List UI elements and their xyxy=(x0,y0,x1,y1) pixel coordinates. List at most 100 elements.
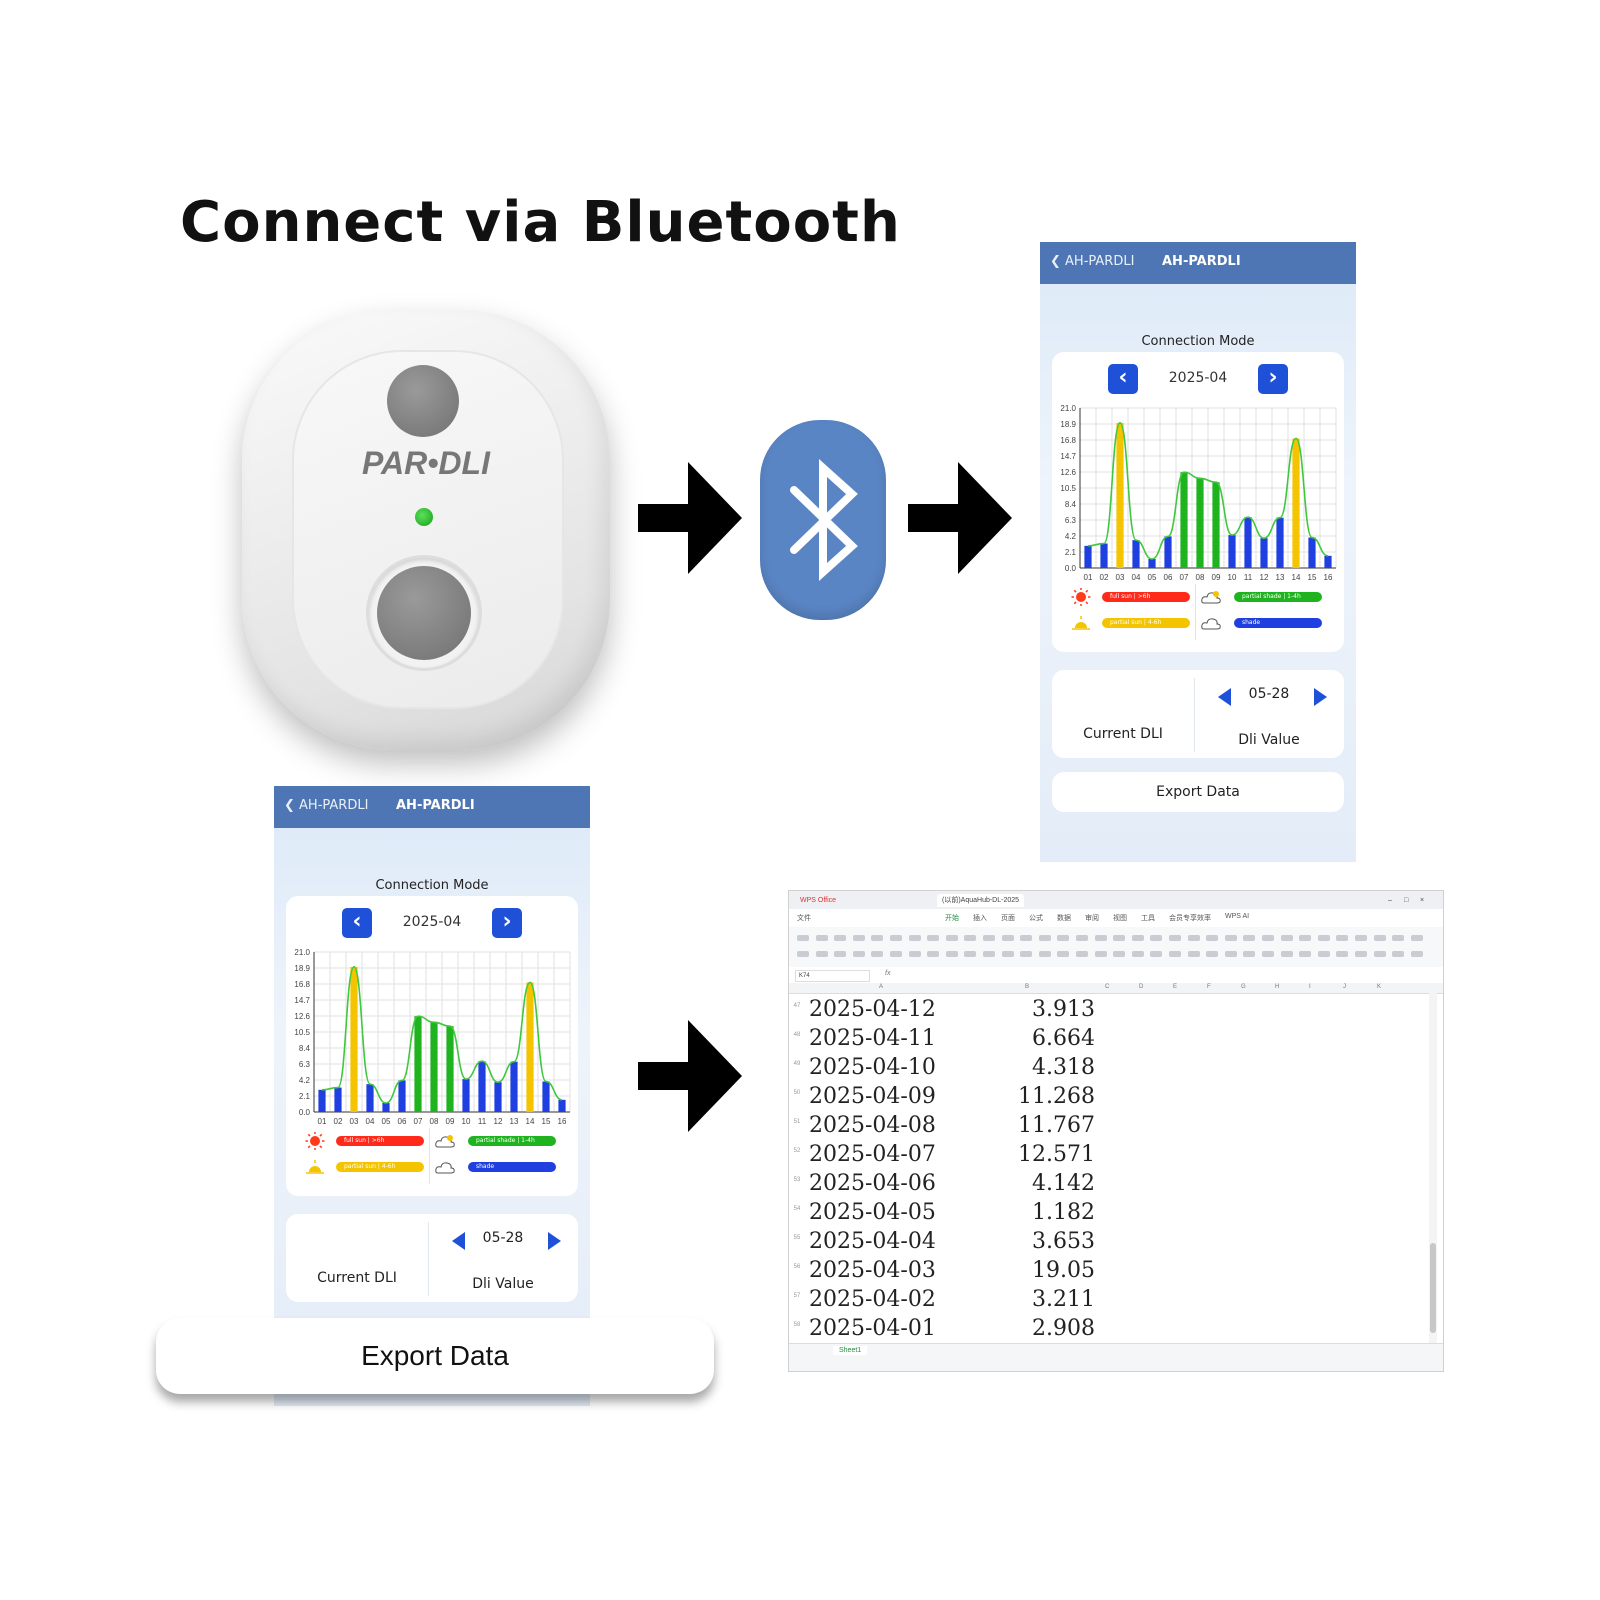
toolbar-icon[interactable] xyxy=(1373,935,1386,941)
toolbar-icon[interactable] xyxy=(797,935,809,941)
toolbar-icon[interactable] xyxy=(834,935,847,941)
toolbar-icon[interactable] xyxy=(964,951,977,957)
toolbar-icon[interactable] xyxy=(1020,951,1033,957)
column-header[interactable]: B xyxy=(1025,984,1030,990)
toolbar-icon[interactable] xyxy=(983,935,995,941)
menu-item[interactable]: 会员专享 xyxy=(1169,915,1197,922)
menu-item[interactable]: 数据 xyxy=(1057,915,1071,922)
export-data-button[interactable]: Export Data xyxy=(156,1318,714,1394)
toolbar-icon[interactable] xyxy=(852,951,865,957)
toolbar-icon[interactable] xyxy=(908,951,921,957)
toolbar-icon[interactable] xyxy=(1169,935,1181,941)
toolbar-icon[interactable] xyxy=(1057,951,1070,957)
toolbar-icon[interactable] xyxy=(983,951,995,957)
menu-item[interactable]: 插入 xyxy=(973,915,987,922)
toolbar-icon[interactable] xyxy=(1299,951,1312,957)
toolbar-icon[interactable] xyxy=(1262,951,1274,957)
menu-item[interactable]: WPS AI xyxy=(1225,913,1250,920)
app-tab[interactable]: WPS Office xyxy=(800,897,837,904)
toolbar-icon[interactable] xyxy=(1243,951,1256,957)
toolbar-icon[interactable] xyxy=(1150,951,1163,957)
toolbar-icon[interactable] xyxy=(1057,935,1070,941)
prev-month-button[interactable]: ‹ xyxy=(342,908,372,938)
column-header[interactable]: H xyxy=(1275,984,1280,990)
date-cell[interactable]: 2025-04-07 xyxy=(809,1142,936,1167)
value-cell[interactable]: 19.05 xyxy=(1032,1258,1095,1283)
toolbar-icon[interactable] xyxy=(871,935,884,941)
toolbar-icon[interactable] xyxy=(1206,935,1219,941)
toolbar-icon[interactable] xyxy=(1076,935,1088,941)
maximize-icon[interactable]: □ xyxy=(1404,897,1409,904)
toolbar-icon[interactable] xyxy=(1280,951,1293,957)
toolbar-icon[interactable] xyxy=(1038,951,1051,957)
value-cell[interactable]: 6.664 xyxy=(1032,1026,1095,1051)
toolbar-icon[interactable] xyxy=(815,951,828,957)
column-header[interactable]: K xyxy=(1377,984,1382,990)
toolbar-icon[interactable] xyxy=(1243,935,1256,941)
toolbar-icon[interactable] xyxy=(1336,935,1349,941)
scroll-thumb[interactable] xyxy=(1430,1243,1436,1333)
toolbar-icon[interactable] xyxy=(908,935,921,941)
toolbar-icon[interactable] xyxy=(1001,935,1014,941)
value-cell[interactable]: 2.908 xyxy=(1032,1316,1095,1341)
menu-item[interactable]: 效率 xyxy=(1197,915,1211,922)
toolbar-icon[interactable] xyxy=(1113,935,1126,941)
date-cell[interactable]: 2025-04-05 xyxy=(809,1200,936,1225)
column-header[interactable]: D xyxy=(1139,984,1144,990)
toolbar-icon[interactable] xyxy=(1392,935,1405,941)
value-cell[interactable]: 11.767 xyxy=(1018,1113,1095,1138)
toolbar-icon[interactable] xyxy=(1224,951,1237,957)
column-header[interactable]: C xyxy=(1105,984,1110,990)
toolbar-icon[interactable] xyxy=(1038,935,1051,941)
menu-item[interactable]: 审阅 xyxy=(1085,915,1099,922)
toolbar-icon[interactable] xyxy=(834,951,847,957)
toolbar-icon[interactable] xyxy=(1187,951,1200,957)
next-month-button[interactable]: › xyxy=(1258,364,1288,394)
toolbar-icon[interactable] xyxy=(1392,951,1405,957)
toolbar-icon[interactable] xyxy=(871,951,884,957)
toolbar-icon[interactable] xyxy=(1373,951,1386,957)
next-day-button[interactable] xyxy=(1314,688,1327,706)
value-cell[interactable]: 11.268 xyxy=(1018,1084,1095,1109)
back-button[interactable]: ❮ AH-PARDLI xyxy=(284,798,369,813)
menu-item[interactable]: 视图 xyxy=(1113,915,1127,922)
toolbar-icon[interactable] xyxy=(964,935,977,941)
date-cell[interactable]: 2025-04-08 xyxy=(809,1113,936,1138)
value-cell[interactable]: 3.653 xyxy=(1032,1229,1095,1254)
toolbar-icon[interactable] xyxy=(1131,935,1144,941)
toolbar-icon[interactable] xyxy=(1410,935,1423,941)
back-button[interactable]: ❮ AH-PARDLI xyxy=(1050,254,1135,269)
toolbar-icon[interactable] xyxy=(1317,935,1330,941)
date-cell[interactable]: 2025-04-04 xyxy=(809,1229,936,1254)
file-tab[interactable]: (以前)AquaHub-DL-2025 xyxy=(937,894,1025,907)
sheet-tab[interactable]: Sheet1 xyxy=(833,1346,868,1355)
close-icon[interactable]: × xyxy=(1420,897,1425,904)
name-box[interactable]: K74 xyxy=(795,970,870,982)
vertical-scrollbar[interactable] xyxy=(1429,993,1437,1343)
value-cell[interactable]: 12.571 xyxy=(1018,1142,1095,1167)
column-header[interactable]: F xyxy=(1207,984,1211,990)
toolbar-icon[interactable] xyxy=(1169,951,1181,957)
toolbar-icon[interactable] xyxy=(890,935,902,941)
column-header[interactable]: E xyxy=(1173,984,1178,990)
toolbar-icon[interactable] xyxy=(797,951,809,957)
column-header[interactable]: J xyxy=(1343,984,1346,990)
toolbar-icon[interactable] xyxy=(1317,951,1330,957)
next-day-button[interactable] xyxy=(548,1232,561,1250)
toolbar-icon[interactable] xyxy=(1262,935,1274,941)
toolbar-icon[interactable] xyxy=(1355,935,1367,941)
menu-item[interactable]: 文件 xyxy=(797,915,811,922)
date-cell[interactable]: 2025-04-12 xyxy=(809,997,936,1022)
menu-item[interactable]: 页面 xyxy=(1001,915,1015,922)
menu-item[interactable]: 公式 xyxy=(1029,915,1043,922)
menu-item[interactable]: 工具 xyxy=(1141,915,1155,922)
toolbar-icon[interactable] xyxy=(890,951,902,957)
date-cell[interactable]: 2025-04-06 xyxy=(809,1171,936,1196)
